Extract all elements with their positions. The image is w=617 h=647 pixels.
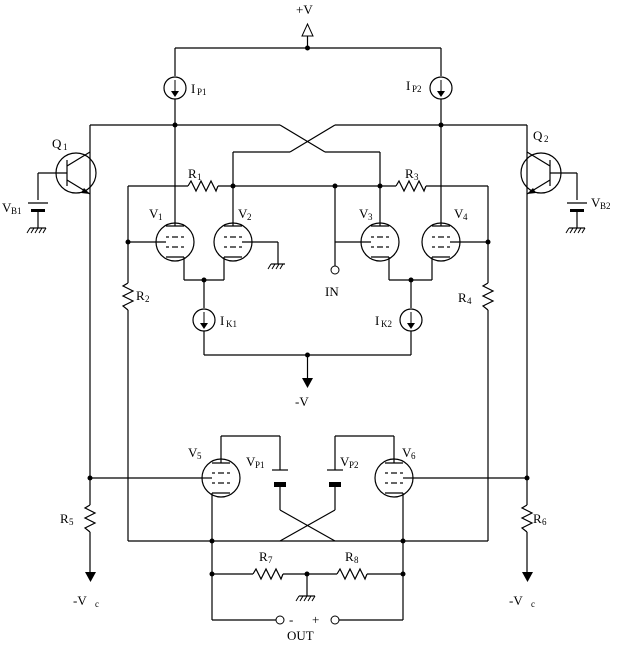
vc-right-sub: c	[531, 599, 535, 609]
v6-label: V	[402, 445, 412, 460]
vb2-label: V	[591, 195, 601, 210]
negative-supply-label: -V	[295, 394, 309, 409]
ik1-label: I	[220, 313, 224, 328]
r2-sub: 2	[145, 294, 150, 304]
resistor-r6: R 6 -V c	[509, 478, 547, 609]
ip1-sub: P1	[197, 87, 207, 97]
q2-label: Q	[533, 128, 543, 143]
ik2-label: I	[375, 313, 379, 328]
plate-crossover	[175, 124, 441, 153]
battery-vb2: V B2	[565, 195, 611, 234]
negative-supply: -V	[204, 352, 411, 409]
v6-sub: 6	[411, 451, 416, 461]
r3-label: R	[405, 166, 414, 181]
resistor-r4: R 4	[458, 282, 495, 541]
tube-v5: V 5	[188, 435, 280, 541]
r1-label: R	[188, 166, 197, 181]
transistor-q1: Q 1	[37, 125, 97, 478]
r1-sub: 1	[197, 172, 202, 182]
output-terminals: - + OUT	[212, 612, 403, 643]
positive-supply-label: +V	[296, 2, 313, 17]
ik2-sub: K2	[381, 319, 392, 329]
resistor-r5: R 5 -V c	[60, 478, 99, 609]
vb1-sub: B1	[11, 206, 22, 216]
center-ground-icon	[295, 571, 316, 602]
r5-label: R	[60, 511, 69, 526]
current-source-ip1: I P1	[163, 48, 207, 125]
v1-sub: 1	[158, 212, 163, 222]
v1-label: V	[149, 206, 159, 221]
resistor-r7: R 7	[212, 549, 307, 581]
v5-sub: 5	[197, 451, 202, 461]
v4-label: V	[454, 206, 464, 221]
v3-sub: 3	[368, 212, 373, 222]
vp1-label: V	[246, 454, 256, 469]
tube-v3: V 3	[335, 152, 400, 280]
ip2-label: I	[406, 78, 410, 93]
vp1-sub: P1	[255, 460, 265, 470]
r6-label: R	[533, 511, 542, 526]
r7-label: R	[259, 549, 268, 564]
vb2-sub: B2	[600, 201, 611, 211]
current-source-ik2: I K2	[375, 280, 423, 355]
vb1-label: V	[2, 200, 12, 215]
q1-sub: 1	[63, 142, 68, 152]
r4-label: R	[458, 290, 467, 305]
resistor-r8: R 8	[307, 549, 403, 581]
r4-sub: 4	[467, 296, 472, 306]
input-terminal: IN	[325, 186, 340, 299]
q1-label: Q	[52, 136, 62, 151]
r8-label: R	[345, 549, 354, 564]
v5-label: V	[188, 445, 198, 460]
v2-label: V	[238, 206, 248, 221]
v2-sub: 2	[247, 212, 252, 222]
output-minus-label: -	[289, 612, 293, 627]
q2-sub: 2	[544, 134, 549, 144]
output-label: OUT	[287, 628, 314, 643]
supply-arrow-icon	[301, 22, 314, 37]
v3-label: V	[359, 206, 369, 221]
output-plus-label: +	[312, 612, 319, 627]
tube-v6: V 6	[335, 435, 416, 541]
resistor-r2: R 2	[121, 282, 150, 541]
resistor-r1: R 1	[128, 166, 335, 193]
r6-sub: 6	[542, 517, 547, 527]
resistor-r3: R 3	[335, 166, 488, 193]
r7-sub: 7	[268, 555, 273, 565]
vp2-label: V	[340, 454, 350, 469]
vc-left-label: -V	[73, 593, 87, 608]
ip1-label: I	[191, 81, 195, 96]
ip2-sub: P2	[412, 84, 422, 94]
v4-sub: 4	[463, 212, 468, 222]
tube-v2: V 2	[213, 152, 285, 280]
r5-sub: 5	[69, 517, 74, 527]
r3-sub: 3	[414, 172, 419, 182]
ik1-sub: K1	[226, 319, 237, 329]
current-source-ip2: I P2	[406, 48, 453, 125]
vp2-sub: P2	[349, 460, 359, 470]
battery-vb1: V B1	[2, 200, 48, 234]
vc-left-sub: c	[95, 599, 99, 609]
transistor-q2: Q 2	[520, 125, 578, 478]
tube-v4: V 4	[421, 125, 488, 280]
positive-supply: +V	[175, 2, 441, 51]
negative-supply-arrow-icon	[302, 378, 313, 388]
r8-sub: 8	[354, 555, 359, 565]
vc-right-label: -V	[509, 593, 523, 608]
input-label: IN	[325, 284, 339, 299]
battery-vp2: V P2	[327, 436, 359, 510]
current-source-ik1: I K1	[192, 280, 237, 355]
tube-v1: V 1	[128, 125, 195, 280]
battery-vp1: V P1	[246, 436, 288, 510]
r2-label: R	[136, 288, 145, 303]
